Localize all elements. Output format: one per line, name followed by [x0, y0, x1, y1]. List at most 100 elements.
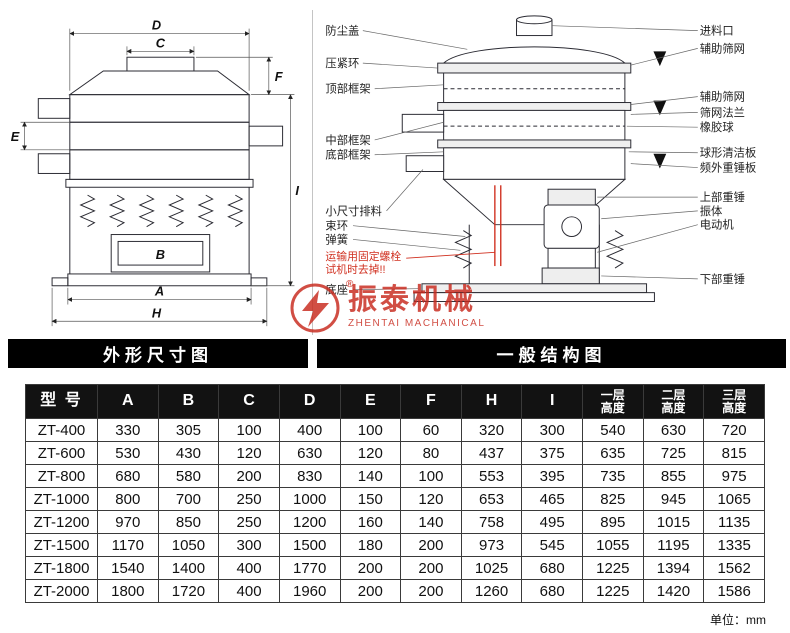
value-cell: 400: [218, 579, 280, 604]
value-cell: 200: [218, 464, 280, 489]
value-cell: 758: [460, 510, 523, 535]
value-cell: 680: [97, 464, 159, 489]
value-cell: 140: [400, 510, 462, 535]
value-cell: 850: [157, 510, 220, 535]
value-cell: 140: [339, 464, 402, 489]
panel-divider: [312, 10, 313, 335]
value-cell: 160: [339, 510, 402, 535]
value-cell: 800: [97, 487, 159, 512]
flow-down-icon: [653, 51, 667, 67]
dim-label-c: C: [156, 35, 166, 50]
value-cell: 120: [400, 487, 462, 512]
part-label-extra-weight-plate: 频外重锤板: [700, 160, 757, 174]
value-cell: 495: [521, 510, 583, 535]
value-cell: 1170: [97, 533, 159, 558]
model-cell: ZT-1000: [25, 487, 98, 512]
value-cell: 120: [218, 441, 280, 466]
part-label-top-frame: 顶部框架: [325, 82, 370, 96]
value-cell: 580: [157, 464, 220, 489]
value-cell: 300: [521, 418, 583, 443]
value-cell: 100: [218, 418, 280, 443]
column-header: B: [157, 383, 220, 420]
dim-label-i: I: [295, 183, 299, 198]
structure-diagram-panel: 防尘盖 压紧环 顶部框架 中部框架 底部框架 小尺寸排料 束环 弹簧 底座 运输…: [316, 6, 786, 336]
part-label-small-discharge: 小尺寸排料: [325, 204, 382, 218]
dimension-diagram-panel: D C F E B A H I: [4, 6, 310, 336]
value-cell: 320: [460, 418, 523, 443]
value-cell: 553: [460, 464, 523, 489]
value-cell: 395: [521, 464, 583, 489]
value-cell: 680: [521, 579, 583, 604]
column-header: E: [339, 383, 402, 420]
structure-diagram-title: 一般结构图: [317, 339, 786, 368]
flow-down-icon: [653, 100, 667, 116]
model-cell: ZT-1500: [25, 533, 98, 558]
value-cell: 465: [521, 487, 583, 512]
value-cell: 1720: [157, 579, 220, 604]
value-cell: 653: [460, 487, 523, 512]
value-cell: 540: [582, 418, 644, 443]
column-header: 一层 高度: [582, 383, 644, 420]
value-cell: 80: [400, 441, 462, 466]
flow-down-icon: [653, 153, 667, 169]
part-label-feed-inlet: 进料口: [700, 24, 734, 38]
part-label-press-ring: 压紧环: [325, 57, 359, 70]
value-cell: 970: [97, 510, 159, 535]
value-cell: 100: [339, 418, 402, 443]
leader-lines: [352, 25, 698, 291]
value-cell: 1050: [157, 533, 220, 558]
value-cell: 630: [278, 441, 341, 466]
value-cell: 680: [521, 556, 583, 581]
value-cell: 1562: [703, 556, 765, 581]
value-cell: 1540: [97, 556, 159, 581]
part-label-ball-cleaning-plate: 球形清洁板: [700, 146, 757, 160]
part-labels: 防尘盖 压紧环 顶部框架 中部框架 底部框架 小尺寸排料 束环 弹簧 底座 运输…: [325, 24, 756, 297]
value-cell: 545: [521, 533, 583, 558]
value-cell: 815: [703, 441, 765, 466]
value-cell: 1025: [460, 556, 523, 581]
value-cell: 1065: [703, 487, 765, 512]
part-label-screen-flange: 筛网法兰: [700, 105, 745, 119]
warning-label-line1: 运输用固定螺栓: [325, 249, 401, 263]
column-header: 二层 高度: [642, 383, 705, 420]
model-cell: ZT-1200: [25, 510, 98, 535]
part-label-aux-screen-1: 辅助筛网: [700, 41, 745, 55]
dimension-diagram-title: 外形尺寸图: [8, 339, 308, 368]
value-cell: 1394: [642, 556, 705, 581]
model-cell: ZT-1800: [25, 556, 98, 581]
part-label-clamp-ring: 束环: [325, 220, 348, 233]
part-label-middle-frame: 中部框架: [325, 133, 370, 147]
part-label-aux-screen-2: 辅助筛网: [700, 90, 745, 104]
column-header: C: [218, 383, 280, 420]
value-cell: 1800: [97, 579, 159, 604]
structure-diagram: 防尘盖 压紧环 顶部框架 中部框架 底部框架 小尺寸排料 束环 弹簧 底座 运输…: [325, 15, 756, 303]
value-cell: 330: [97, 418, 159, 443]
value-cell: 1500: [278, 533, 341, 558]
warning-label-line2: 试机时去掉!!: [325, 262, 385, 276]
value-cell: 945: [642, 487, 705, 512]
model-cell: ZT-600: [25, 441, 98, 466]
value-cell: 825: [582, 487, 644, 512]
value-cell: 200: [400, 533, 462, 558]
value-cell: 300: [218, 533, 280, 558]
value-cell: 430: [157, 441, 220, 466]
warning-leader-line: [406, 251, 495, 259]
column-header-model: 型 号: [25, 383, 98, 420]
value-cell: 200: [400, 579, 462, 604]
machine-outline: [37, 56, 284, 287]
value-cell: 895: [582, 510, 644, 535]
part-label-spring: 弹簧: [325, 232, 348, 246]
value-cell: 1200: [278, 510, 341, 535]
dimension-labels: D C F E B A H I: [11, 18, 300, 321]
dimension-lines: [20, 28, 295, 327]
part-label-bottom-frame: 底部框架: [325, 148, 370, 162]
part-label-lower-weight: 下部重锤: [700, 272, 745, 286]
column-header: D: [278, 383, 341, 420]
